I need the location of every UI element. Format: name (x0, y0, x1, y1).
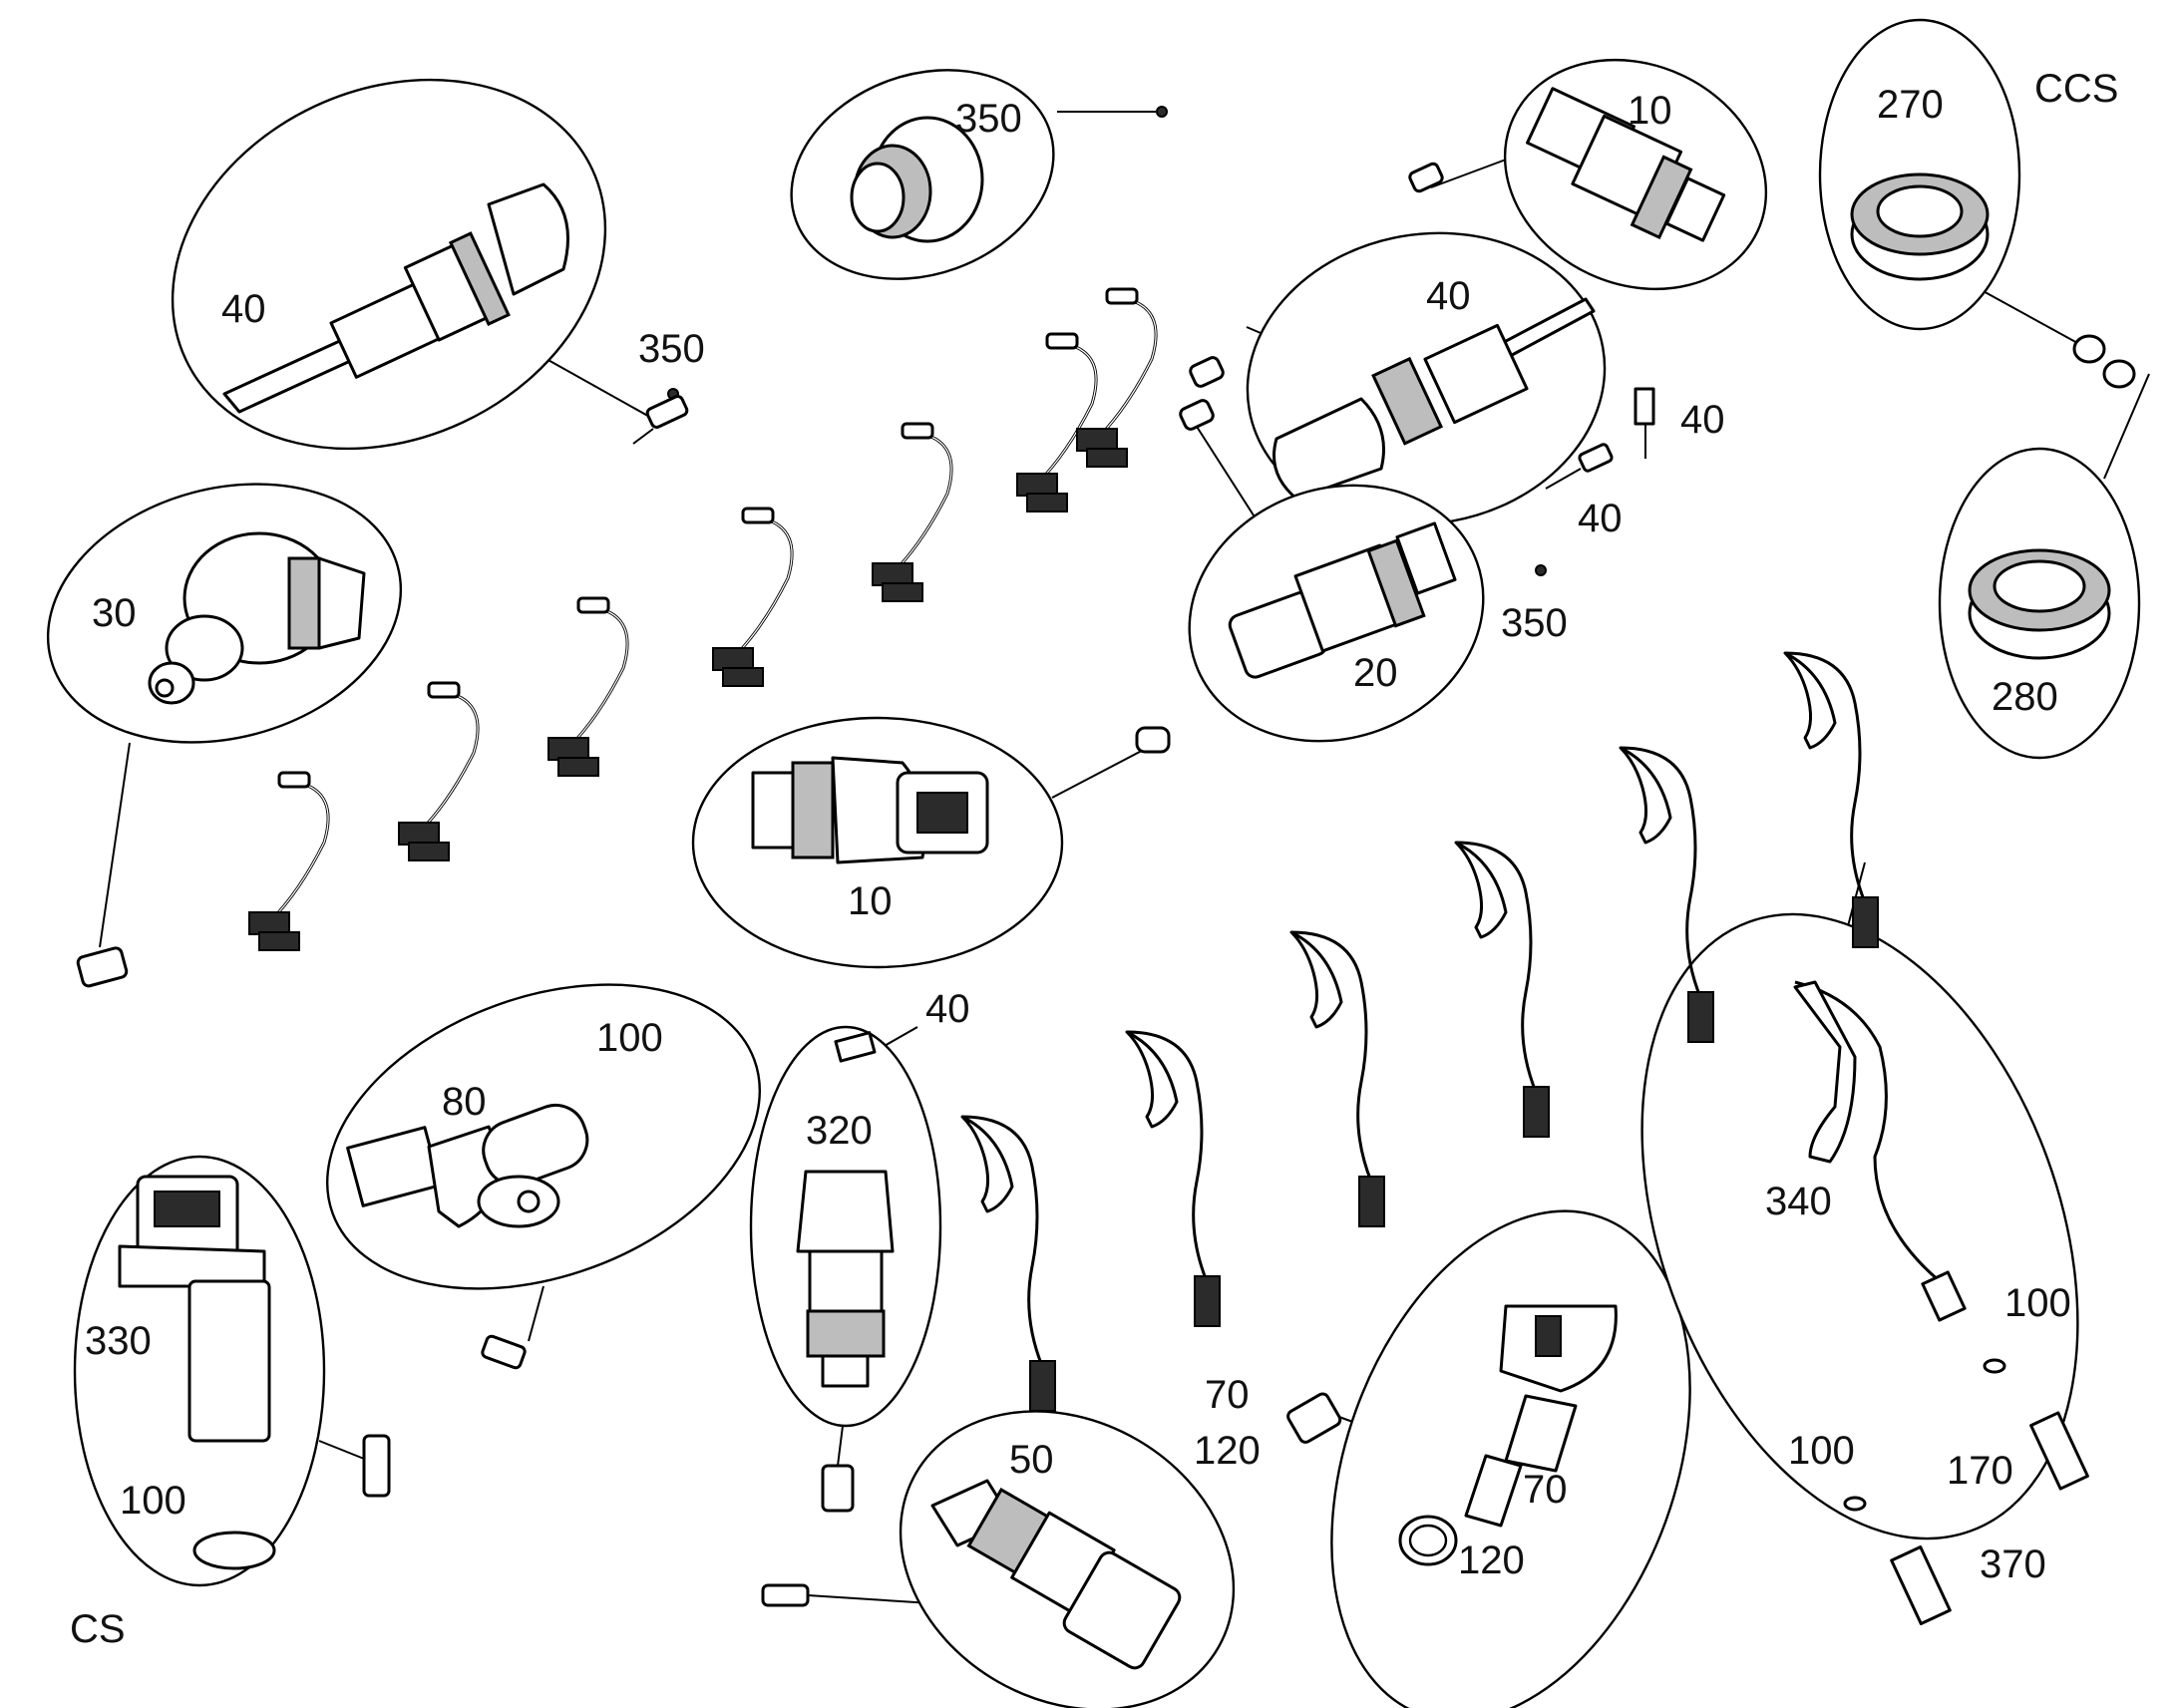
label-part-70: 70 (1205, 1373, 1250, 1417)
label-part-370: 370 (1980, 1542, 2046, 1586)
callout-10-center (691, 716, 1064, 969)
label-part-40: 40 (1680, 398, 1725, 442)
label-part-100: 100 (120, 1479, 186, 1523)
label-part-270: 270 (1877, 83, 1944, 127)
label-part-280: 280 (1992, 675, 2058, 719)
label-part-40: 40 (1578, 497, 1623, 540)
cable-harness-upper-row (248, 287, 1158, 951)
label-part-40: 40 (925, 987, 970, 1031)
label-ccs: CCS (2034, 67, 2118, 111)
callout-320 (749, 1025, 942, 1428)
callout-330 (73, 1155, 326, 1587)
label-part-40: 40 (221, 287, 266, 331)
label-part-320: 320 (806, 1109, 873, 1153)
callout-40-top-left (171, 78, 607, 451)
label-part-350: 350 (638, 327, 705, 371)
label-part-100: 100 (596, 1016, 663, 1060)
label-part-10: 10 (1628, 89, 1672, 133)
label-part-350: 350 (1501, 601, 1568, 645)
label-part-10: 10 (848, 879, 893, 923)
label-part-120: 120 (1458, 1538, 1525, 1582)
label-part-100: 100 (2004, 1281, 2071, 1325)
part-labels: CCS CS 40 350 350 10 270 40 40 40 350 28… (70, 67, 2118, 1651)
label-cs: CS (70, 1607, 126, 1651)
label-part-20: 20 (1353, 651, 1398, 695)
label-part-70: 70 (1523, 1468, 1568, 1512)
callout-340 (1640, 912, 2089, 1625)
label-part-40: 40 (1426, 274, 1471, 318)
callout-30 (46, 483, 403, 744)
label-part-50: 50 (1009, 1438, 1054, 1482)
callout-50 (899, 1410, 1236, 1708)
callout-70-120 (1330, 1209, 1691, 1708)
label-part-350: 350 (955, 97, 1022, 141)
callout-280 (1938, 447, 2141, 760)
label-part-30: 30 (92, 591, 137, 635)
callout-350-top (790, 69, 1055, 280)
callout-80 (326, 983, 761, 1290)
label-part-120: 120 (1194, 1429, 1261, 1473)
label-part-80: 80 (442, 1080, 487, 1124)
cable-harness-lower-row (960, 651, 1879, 1412)
callout-270 (1818, 18, 2021, 331)
label-part-340: 340 (1765, 1180, 1832, 1223)
label-part-330: 330 (85, 1319, 152, 1363)
callout-20 (1188, 484, 1485, 743)
loose-parts (76, 106, 2136, 1607)
callout-40-center-right (1246, 231, 1607, 526)
label-part-170: 170 (1947, 1449, 2013, 1493)
label-part-100: 100 (1788, 1429, 1855, 1473)
callout-10-top-right (1503, 58, 1768, 291)
